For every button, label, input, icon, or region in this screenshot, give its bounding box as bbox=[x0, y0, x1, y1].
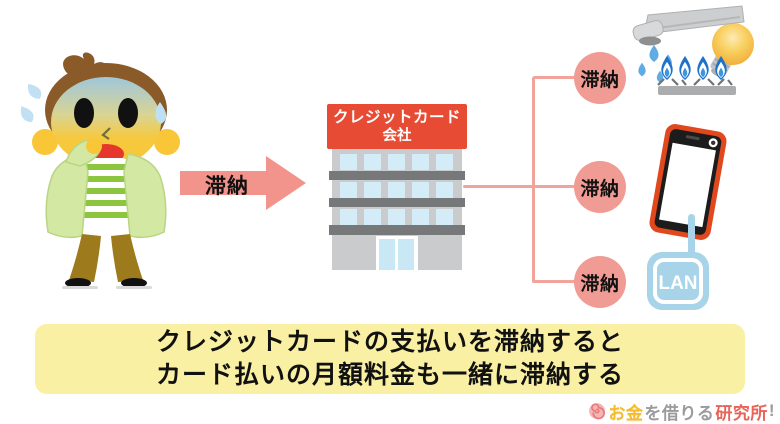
nose bbox=[101, 127, 111, 140]
connector-bottom-branch bbox=[533, 280, 577, 283]
entrance-door bbox=[376, 236, 418, 270]
pants bbox=[69, 234, 143, 282]
window-row bbox=[340, 182, 456, 198]
jacket bbox=[45, 138, 167, 239]
window-row bbox=[340, 154, 456, 170]
smartphone-icon bbox=[647, 121, 729, 243]
arrow-right-icon bbox=[180, 156, 306, 210]
gas-stove-icon bbox=[657, 56, 736, 95]
delinquency-arrow: 滞納 bbox=[178, 152, 310, 214]
window-row bbox=[340, 209, 456, 225]
right-eye bbox=[118, 98, 138, 128]
logo-text-bang: ! bbox=[768, 401, 775, 420]
wifi-router-icon: LAN bbox=[647, 214, 709, 310]
left-shoe bbox=[65, 278, 91, 288]
face-sweat-icon bbox=[155, 102, 167, 124]
sweat-drops-icon bbox=[20, 83, 42, 123]
summary-banner: クレジットカードの支払いを滞納すると カード払いの月額料金も一緒に滞納する bbox=[35, 324, 745, 394]
worried-person-illustration bbox=[20, 52, 180, 289]
left-eye bbox=[74, 98, 94, 128]
credit-card-company-building: クレジットカード 会社 bbox=[327, 104, 467, 270]
hair-tuft bbox=[63, 52, 107, 82]
connector-trunk-line bbox=[532, 77, 535, 283]
connector-top-branch bbox=[533, 76, 577, 79]
delinquency-badge-utilities: 滞納 bbox=[574, 52, 626, 104]
company-sign-line1: クレジットカード bbox=[332, 109, 461, 126]
company-sign-line2: 会社 bbox=[382, 128, 412, 144]
company-sign: クレジットカード 会社 bbox=[327, 104, 467, 149]
floor-band bbox=[329, 171, 465, 180]
floor-band bbox=[329, 225, 465, 235]
delinquency-badge-internet: 滞納 bbox=[574, 256, 626, 308]
connector-building-line bbox=[463, 185, 575, 188]
logo-text-money: お金 bbox=[608, 403, 644, 423]
faucet-icon bbox=[632, 5, 745, 46]
arrow-label: 滞納 bbox=[205, 175, 249, 198]
right-shoe bbox=[121, 278, 147, 288]
right-ear bbox=[154, 129, 180, 155]
logo-text-lab: 研究所 bbox=[715, 403, 768, 423]
left-ear bbox=[32, 129, 58, 155]
utilities-icons bbox=[632, 5, 754, 95]
shadow bbox=[62, 286, 98, 289]
floor-band bbox=[329, 198, 465, 207]
gas-flame-icon bbox=[661, 56, 727, 80]
logo-text-borrow: を借りる bbox=[644, 403, 715, 423]
rose-icon bbox=[589, 403, 606, 420]
site-logo: お金 を借りる 研究所 ! bbox=[587, 400, 775, 423]
hand bbox=[86, 138, 102, 154]
banner-line1: クレジットカードの支払いを滞納すると bbox=[155, 328, 624, 356]
banner-line2: カード払いの月額料金も一緒に滞納する bbox=[155, 361, 624, 389]
striped-shirt bbox=[84, 158, 128, 234]
lan-label: LAN bbox=[658, 273, 697, 294]
shadow bbox=[116, 286, 152, 289]
delinquency-badge-smartphone: 滞納 bbox=[574, 161, 626, 213]
